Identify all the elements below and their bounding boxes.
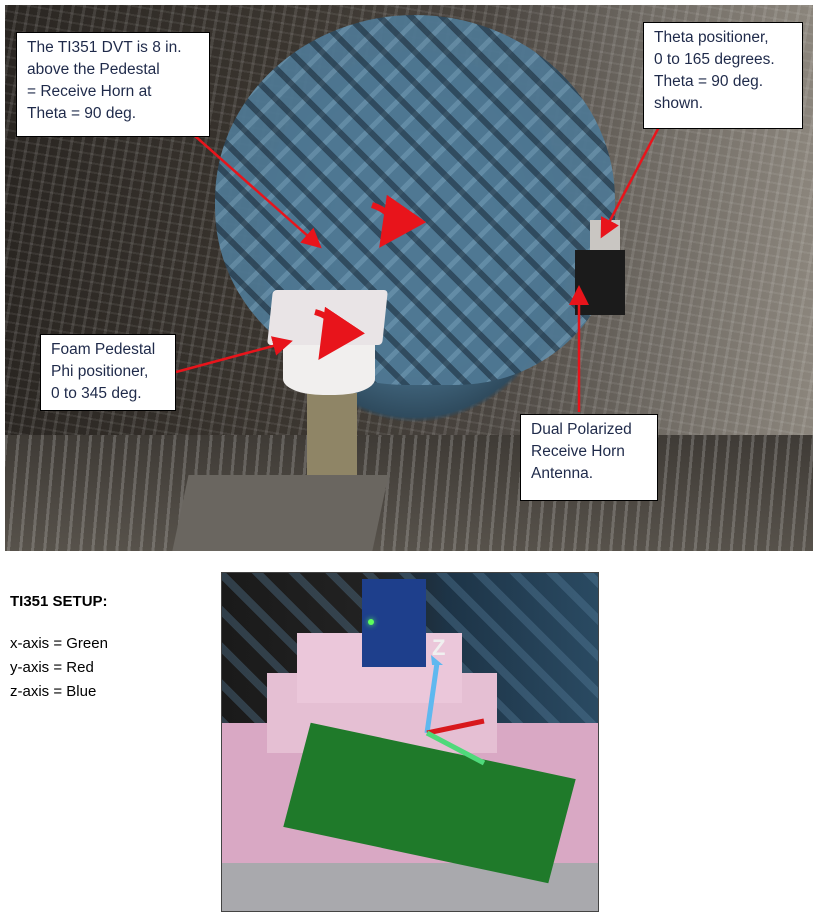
setup-title: TI351 SETUP: — [10, 593, 108, 610]
callout-theta-positioner: Theta positioner, 0 to 165 degrees. Thet… — [643, 22, 803, 129]
pedestal-top — [267, 290, 388, 345]
callout-line: Receive Horn — [531, 443, 625, 460]
callout-receive-horn: Dual Polarized Receive Horn Antenna. — [520, 414, 658, 501]
x-axis-label: x-axis = Green — [10, 635, 108, 652]
callout-line: shown. — [654, 95, 704, 112]
callout-line: Foam Pedestal — [51, 341, 156, 358]
callout-line: Theta = 90 deg. — [654, 73, 764, 90]
callout-line: above the Pedestal — [27, 61, 160, 78]
pedestal-stem — [307, 393, 357, 485]
absorber-floor — [5, 435, 813, 551]
callout-line: = Receive Horn at — [27, 83, 152, 100]
callout-line: Theta positioner, — [654, 29, 769, 46]
setup-legend: TI351 SETUP: x-axis = Green y-axis = Red… — [10, 593, 108, 704]
callout-line: 0 to 165 degrees. — [654, 51, 775, 68]
z-axis-label: z-axis = Blue — [10, 683, 97, 700]
callout-dvt-height: The TI351 DVT is 8 in. above the Pedesta… — [16, 32, 210, 137]
callout-phi-positioner: Foam Pedestal Phi positioner, 0 to 345 d… — [40, 334, 176, 411]
callout-line: 0 to 345 deg. — [51, 385, 142, 402]
theta-positioner — [590, 220, 620, 250]
callout-line: The TI351 DVT is 8 in. — [27, 39, 182, 56]
z-axis-marker: Z — [432, 635, 446, 660]
board-setup-photo: Z — [221, 572, 599, 912]
receive-horn-antenna — [575, 250, 625, 315]
foreground-block — [171, 475, 389, 551]
callout-line: Antenna. — [531, 465, 594, 482]
y-axis-label: y-axis = Red — [10, 659, 94, 676]
callout-line: Theta = 90 deg. — [27, 105, 137, 122]
status-led — [368, 619, 374, 625]
callout-line: Dual Polarized — [531, 421, 632, 438]
callout-line: Phi positioner, — [51, 363, 149, 380]
axis-arrows — [424, 655, 486, 766]
